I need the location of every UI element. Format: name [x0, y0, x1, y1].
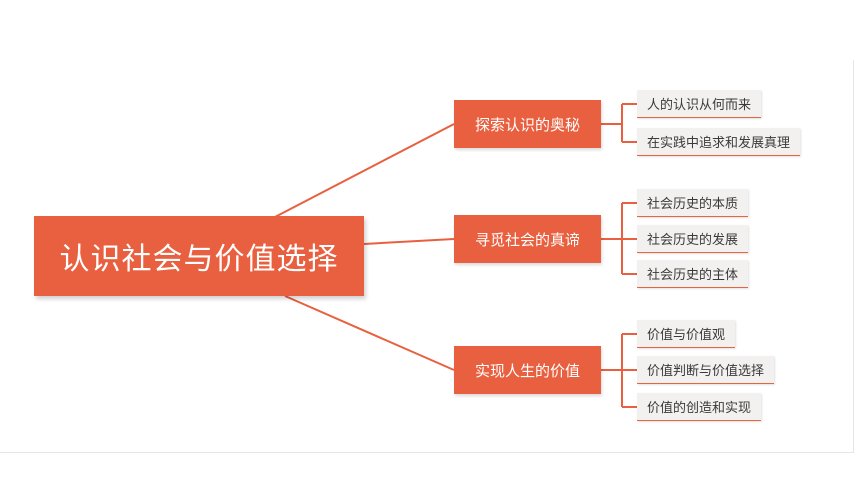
connector-root-branch-3	[284, 295, 455, 371]
connector-root-branch-1	[274, 123, 455, 218]
leaf-node-2-3: 社会历史的主体	[637, 260, 749, 288]
leaf-node-3-2: 价值判断与价值选择	[637, 356, 775, 384]
connector-branch-3-leaves	[601, 333, 637, 408]
connector-branch-1-leaves	[601, 103, 637, 143]
branch-node-2: 寻觅社会的真谛	[454, 215, 601, 263]
leaf-node-2-1: 社会历史的本质	[637, 189, 749, 217]
leaf-node-3-3: 价值的创造和实现	[637, 393, 762, 421]
leaf-node-3-1: 价值与价值观	[637, 320, 736, 348]
leaf-node-2-2: 社会历史的发展	[637, 225, 749, 253]
slide-border-bottom	[0, 452, 854, 453]
connector-branch-2-leaves	[601, 202, 637, 275]
connector-root-branch-2	[363, 238, 455, 245]
branch-node-1: 探索认识的奥秘	[454, 100, 601, 148]
branch-node-3: 实现人生的价值	[454, 346, 601, 394]
slide-border-right	[853, 60, 854, 452]
root-node: 认识社会与价值选择	[34, 216, 364, 296]
leaf-node-1-1: 人的认识从何而来	[637, 90, 762, 118]
leaf-node-1-2: 在实践中追求和发展真理	[637, 128, 801, 156]
